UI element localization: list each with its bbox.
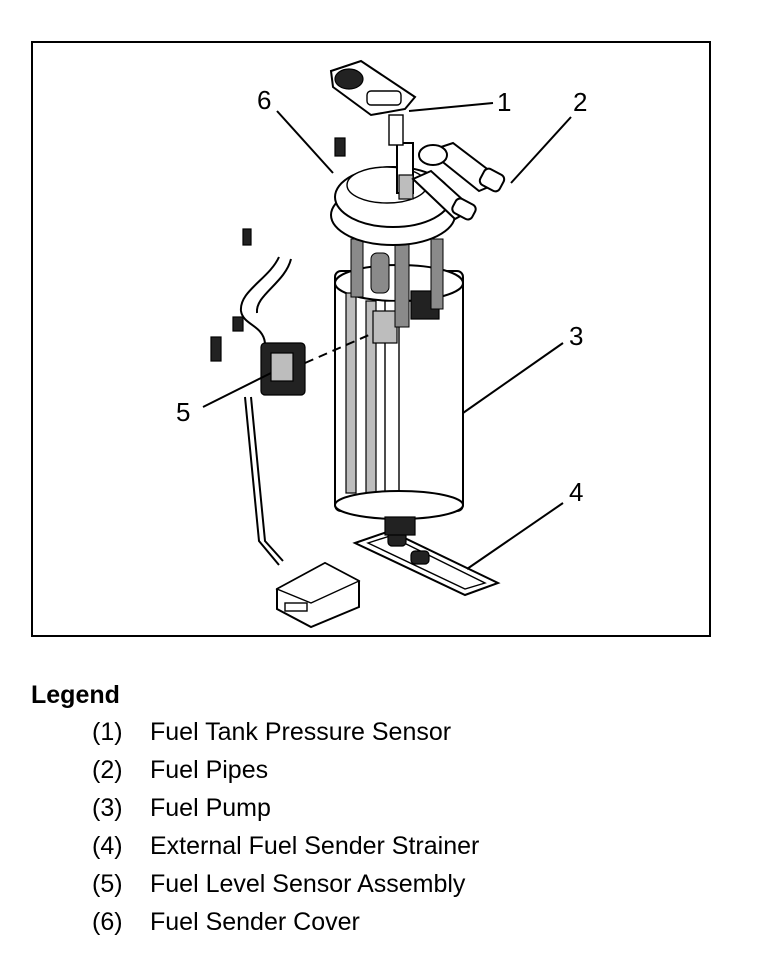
leader-line-4 — [466, 502, 564, 570]
legend-item: (3) Fuel Pump — [92, 794, 479, 832]
leader-line-3 — [462, 342, 564, 414]
legend-item-label: Fuel Pump — [150, 794, 271, 822]
legend-item-number: (2) — [92, 756, 123, 784]
legend-item: (2) Fuel Pipes — [92, 756, 479, 794]
callout-2: 2 — [573, 87, 587, 117]
support-springs — [350, 238, 444, 328]
fuel-sender-illustration: 1 2 3 4 5 6 — [176, 59, 587, 629]
legend-item-number: (6) — [92, 908, 123, 936]
leader-line-5 — [202, 372, 272, 408]
legend-item-number: (4) — [92, 832, 123, 860]
fuel-sender-strainer — [352, 529, 501, 597]
legend-list: (1) Fuel Tank Pressure Sensor (2) Fuel Pip… — [92, 718, 479, 946]
fuel-sender-cover — [330, 137, 456, 246]
callout-5: 5 — [176, 397, 190, 427]
leader-line-6 — [276, 110, 334, 174]
legend-item-number: (1) — [92, 718, 123, 746]
diagram-frame: 1 2 3 4 5 6 — [31, 41, 711, 637]
leader-line-1 — [408, 102, 494, 112]
legend-item-number: (3) — [92, 794, 123, 822]
legend-item-label: Fuel Sender Cover — [150, 908, 360, 936]
leader-line-2 — [510, 116, 572, 184]
callout-6: 6 — [257, 85, 271, 115]
callout-3: 3 — [569, 321, 583, 351]
legend-item-label: Fuel Pipes — [150, 756, 269, 784]
legend-title: Legend — [31, 681, 120, 709]
callout-1: 1 — [497, 87, 511, 117]
fuel-pipes — [411, 141, 506, 221]
fuel-level-sensor-assembly — [210, 228, 370, 629]
legend-item: (4) External Fuel Sender Strainer — [92, 832, 479, 870]
legend-item-number: (5) — [92, 870, 123, 898]
fuel-tank-pressure-sensor — [329, 59, 417, 146]
legend-item-label: External Fuel Sender Strainer — [150, 832, 480, 860]
legend-item-label: Fuel Tank Pressure Sensor — [150, 718, 452, 746]
legend-item: (1) Fuel Tank Pressure Sensor — [92, 718, 479, 756]
legend-item-label: Fuel Level Sensor Assembly — [150, 870, 466, 898]
legend-item: (5) Fuel Level Sensor Assembly — [92, 870, 479, 908]
callout-4: 4 — [569, 477, 583, 507]
legend-item: (6) Fuel Sender Cover — [92, 908, 479, 946]
